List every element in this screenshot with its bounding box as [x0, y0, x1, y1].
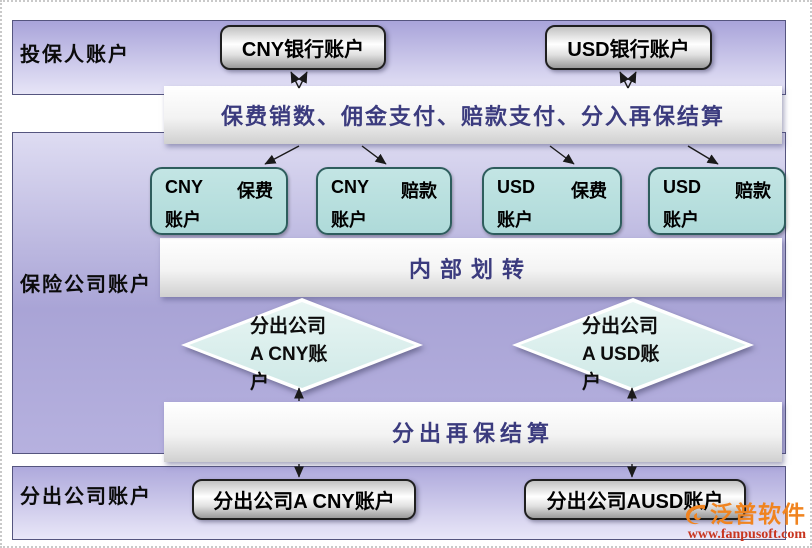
watermark-brand-row: 泛普软件 [683, 501, 806, 527]
watermark: 泛普软件 www.fanpusoft.com [683, 501, 806, 542]
diamond-label-line: A CNY账 [250, 344, 328, 365]
watermark-brand-text: 泛普软件 [710, 500, 806, 527]
diamond-label-line: A USD账 [582, 344, 660, 365]
watermark-url-text: www.fanpusoft.com [687, 527, 806, 542]
usd-bank-account-box: USD银行账户 [545, 25, 712, 70]
band-insurer-label: 保险公司账户 [20, 274, 152, 296]
usd-premium-account-box: USD 保费 账户 [482, 167, 622, 235]
account-suffix: 账户 [497, 210, 533, 230]
account-currency: USD [497, 177, 536, 197]
account-suffix: 账户 [663, 210, 699, 230]
cny-claim-account-box: CNY 赔款 账户 [316, 167, 452, 235]
banner-premium-settlement: 保费销数、佣金支付、赔款支付、分入再保结算 [164, 86, 782, 144]
account-type: 保费 [571, 181, 607, 201]
account-box-line1: USD 保费 [497, 177, 607, 203]
account-box-line1: CNY 赔款 [331, 177, 437, 203]
account-currency: USD [663, 177, 702, 197]
cedent-a-usd-account-box: 分出公司AUSD账户 [524, 479, 746, 520]
account-type: 赔款 [401, 181, 437, 201]
diamond-label-line: 户 [250, 372, 270, 393]
diamond-label-line: 分出公司 [582, 316, 659, 337]
account-suffix: 账户 [331, 210, 367, 230]
cedent-a-cny-diamond-label: 分出公司 A CNY账 户 [250, 313, 378, 397]
band-policyholder-label: 投保人账户 [20, 44, 130, 66]
band-cedent-label: 分出公司账户 [20, 486, 152, 508]
cny-premium-account-box: CNY 保费 账户 [150, 167, 288, 235]
cedent-a-cny-diamond [181, 298, 423, 392]
account-currency: CNY [331, 177, 370, 197]
usd-claim-account-box: USD 赔款 账户 [648, 167, 786, 235]
diamond-label-line: 分出公司 [250, 316, 327, 337]
fanpusoft-logo-icon [685, 504, 705, 525]
account-box-line1: CNY 保费 [165, 177, 273, 203]
account-suffix: 账户 [165, 210, 201, 230]
account-currency: CNY [165, 177, 204, 197]
cny-bank-account-box: CNY银行账户 [220, 25, 386, 70]
account-type: 赔款 [735, 181, 771, 201]
cedent-a-usd-diamond [512, 298, 754, 392]
diamond-label-line: 户 [582, 372, 602, 393]
cedent-a-usd-diamond-label: 分出公司 A USD账 户 [582, 313, 710, 397]
banner-internal-transfer: 内部划转 [160, 238, 782, 297]
cedent-a-cny-account-box: 分出公司A CNY账户 [192, 479, 416, 520]
account-box-line1: USD 赔款 [663, 177, 771, 203]
account-type: 保费 [237, 181, 273, 201]
banner-outward-reinsurance-settlement: 分出再保结算 [164, 402, 782, 462]
